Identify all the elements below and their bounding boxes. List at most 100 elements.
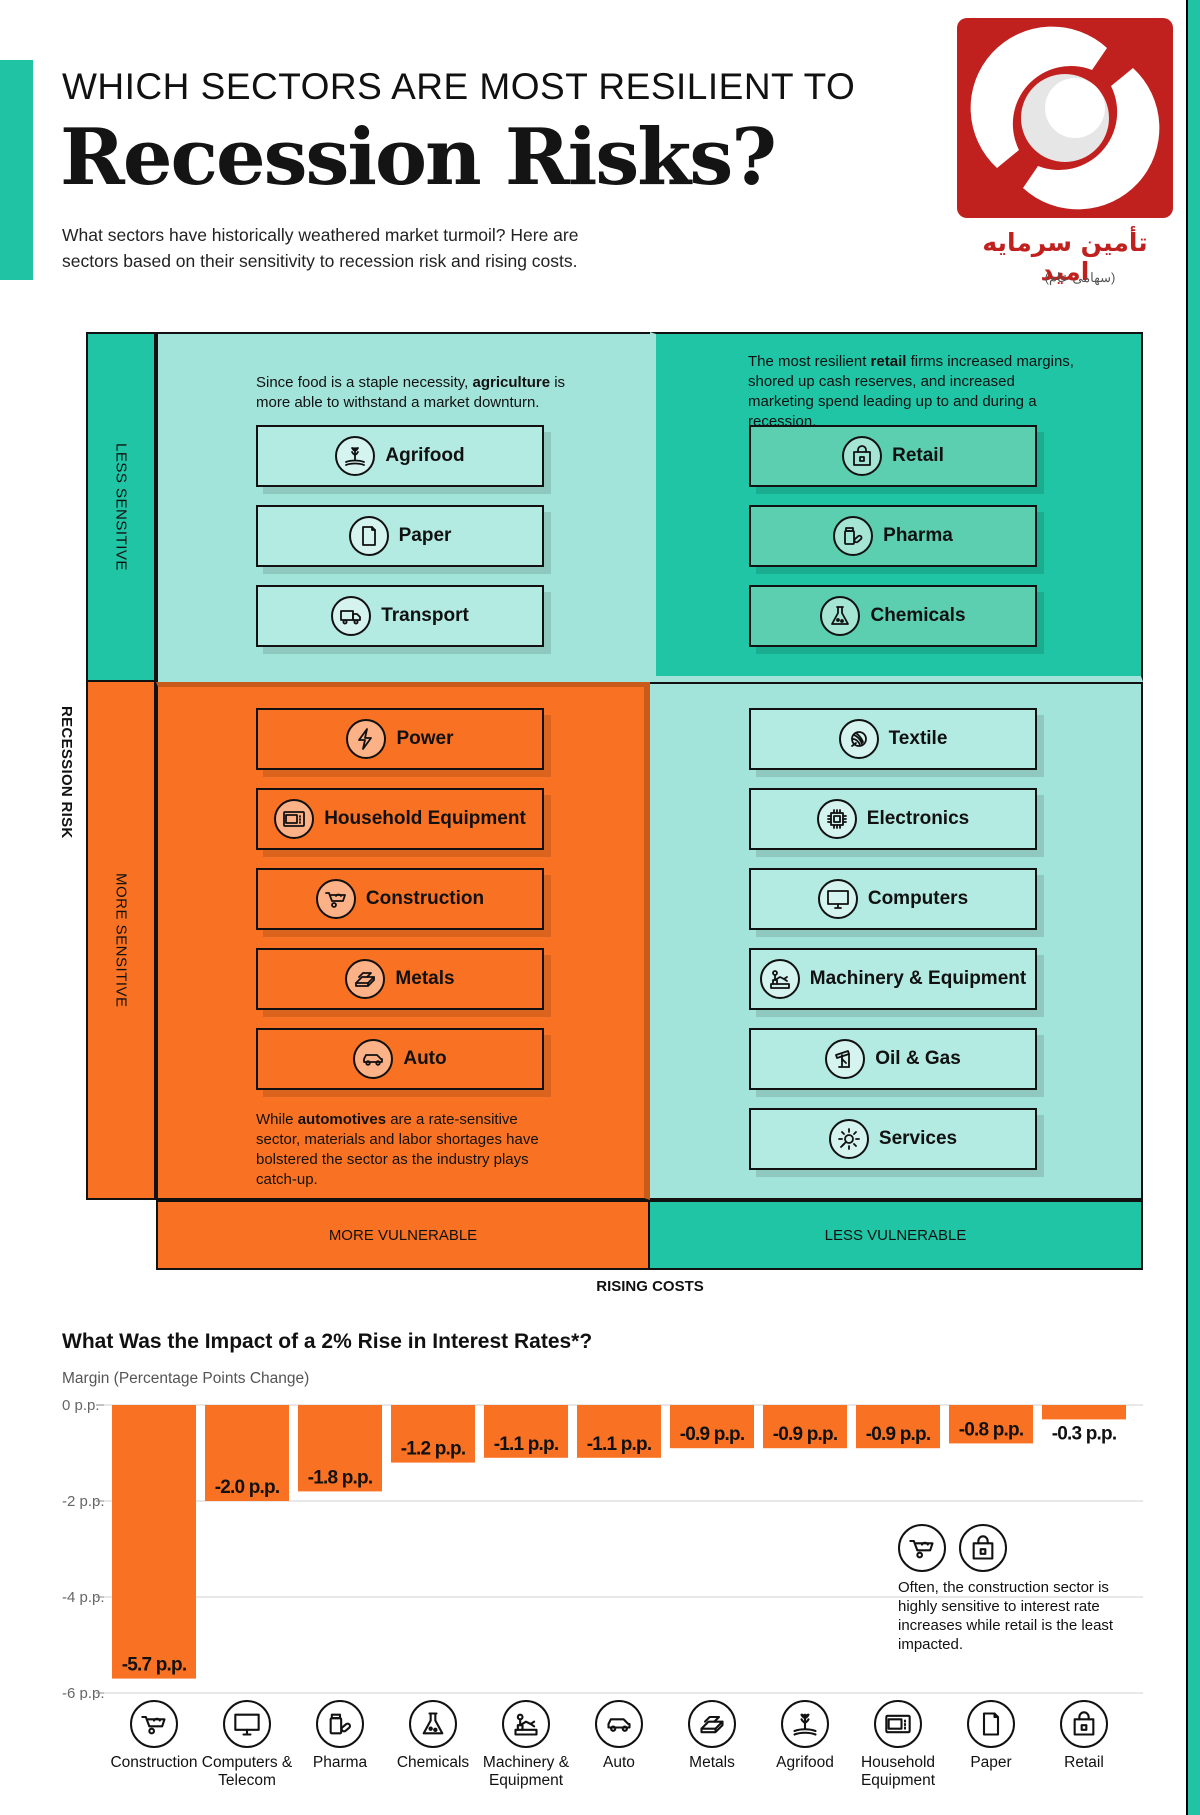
y-axis-strip-less: LESS SENSITIVE <box>86 332 156 682</box>
bar-value-label: -1.1 p.p. <box>587 1434 652 1455</box>
category-computers-telecom: Computers & Telecom <box>192 1700 302 1790</box>
bar <box>670 1405 754 1449</box>
note-agriculture: Since food is a staple necessity, agricu… <box>256 374 566 411</box>
bar-value-label: -1.1 p.p. <box>494 1434 559 1455</box>
bar <box>949 1405 1033 1444</box>
wheelbarrow-icon <box>130 1700 178 1748</box>
logo-subtext: (سهامی عام) <box>1044 270 1116 285</box>
company-logo <box>957 18 1173 218</box>
oil-pump-icon <box>825 1039 866 1079</box>
category-construction: Construction <box>99 1700 209 1772</box>
supertitle: WHICH SECTORS ARE MOST RESILIENT TO <box>62 66 856 107</box>
robot-arm-icon <box>759 959 800 999</box>
x-axis-strip-more: MORE VULNERABLE <box>156 1200 650 1270</box>
y-tick-label: -6 p.p. <box>62 1685 105 1700</box>
sector-box-electronics: Electronics <box>749 788 1037 850</box>
truck-icon <box>331 596 372 636</box>
category-chemicals: Chemicals <box>378 1700 488 1772</box>
pills-icon <box>316 1700 364 1748</box>
y-top-label: LESS SENSITIVE <box>112 443 130 571</box>
wheat-icon <box>781 1700 829 1748</box>
chip-icon <box>816 799 857 839</box>
category-pharma: Pharma <box>285 1700 395 1772</box>
robot-arm-icon <box>502 1700 550 1748</box>
sector-label: Machinery & Equipment <box>809 968 1027 989</box>
category-household-equipment: Household Equipment <box>843 1700 953 1790</box>
sector-box-agrifood: Agrifood <box>256 425 544 487</box>
monitor-icon <box>223 1700 271 1748</box>
flask-icon <box>409 1700 457 1748</box>
sector-label: Services <box>878 1128 958 1149</box>
sector-box-household-equipment: Household Equipment <box>256 788 544 850</box>
pills-icon <box>833 516 874 556</box>
bar-value-label: -0.3 p.p. <box>1052 1423 1117 1444</box>
sector-label: Metals <box>395 968 455 989</box>
annotation-shopping-bag-icon <box>959 1524 1007 1572</box>
bar-chart: 0 p.p.-2 p.p.-4 p.p.-6 p.p.-5.7 p.p.-2.0… <box>62 1397 1143 1700</box>
gear-wrench-icon <box>828 1119 869 1159</box>
sector-label: Paper <box>398 525 452 546</box>
bar <box>298 1405 382 1492</box>
category-label: Chemicals <box>396 1754 470 1771</box>
bar <box>763 1405 847 1449</box>
category-machinery-equipment: Machinery & Equipment <box>471 1700 581 1790</box>
y-axis-strip-more: MORE SENSITIVE <box>86 680 156 1200</box>
category-auto: Auto <box>564 1700 674 1772</box>
category-label: Paper <box>970 1754 1012 1771</box>
sector-box-services: Services <box>749 1108 1037 1170</box>
bar <box>112 1405 196 1679</box>
sector-label: Textile <box>888 728 948 749</box>
sector-box-auto: Auto <box>256 1028 544 1090</box>
chart-annotation: Often, the construction sector is highly… <box>898 1579 1114 1653</box>
chart-title: What Was the Impact of a 2% Rise in Inte… <box>62 1330 593 1353</box>
logo-text: تأمین سرمایه امید <box>982 228 1148 286</box>
sector-label: Transport <box>381 605 469 626</box>
bar-value-label: -0.9 p.p. <box>773 1424 838 1445</box>
sector-label: Auto <box>403 1048 447 1069</box>
sector-box-chemicals: Chemicals <box>749 585 1037 647</box>
category-label: Metals <box>689 1754 735 1771</box>
category-label: Auto <box>603 1754 635 1771</box>
category-label: Pharma <box>312 1754 368 1771</box>
x-left-label: MORE VULNERABLE <box>328 1226 478 1244</box>
bar-value-label: -0.9 p.p. <box>866 1424 931 1445</box>
category-agrifood: Agrifood <box>750 1700 860 1772</box>
sector-label: Agrifood <box>385 445 465 466</box>
car-icon <box>353 1039 394 1079</box>
sector-box-textile: Textile <box>749 708 1037 770</box>
sector-label: Computers <box>867 888 969 909</box>
paper-icon <box>967 1700 1015 1748</box>
sector-label: Pharma <box>883 525 953 546</box>
monitor-icon <box>817 879 858 919</box>
y-tick-label: -2 p.p. <box>62 1493 105 1510</box>
bar-value-label: -0.9 p.p. <box>680 1424 745 1445</box>
shopping-bag-icon <box>1060 1700 1108 1748</box>
category-label: Household Equipment <box>860 1754 936 1789</box>
wheelbarrow-icon <box>315 879 356 919</box>
category-paper: Paper <box>936 1700 1046 1772</box>
bar <box>484 1405 568 1458</box>
bar <box>391 1405 475 1463</box>
sector-label: Chemicals <box>870 605 966 626</box>
right-accent-bar <box>1188 0 1200 1815</box>
category-label: Agrifood <box>776 1754 834 1771</box>
category-retail: Retail <box>1029 1700 1139 1772</box>
bar <box>205 1405 289 1501</box>
left-accent-bar <box>0 60 33 280</box>
bar-value-label: -5.7 p.p. <box>122 1655 187 1676</box>
sector-label: Oil & Gas <box>875 1048 961 1069</box>
sector-box-pharma: Pharma <box>749 505 1037 567</box>
category-label: Construction <box>110 1754 198 1771</box>
chart-ylabel: Margin (Percentage Points Change) <box>62 1370 310 1387</box>
sector-box-retail: Retail <box>749 425 1037 487</box>
shopping-bag-icon <box>842 436 883 476</box>
sector-box-paper: Paper <box>256 505 544 567</box>
metal-bars-icon <box>345 959 386 999</box>
sector-box-metals: Metals <box>256 948 544 1010</box>
sector-box-computers: Computers <box>749 868 1037 930</box>
sector-label: Electronics <box>866 808 970 829</box>
sector-label: Power <box>396 728 454 749</box>
sector-box-transport: Transport <box>256 585 544 647</box>
